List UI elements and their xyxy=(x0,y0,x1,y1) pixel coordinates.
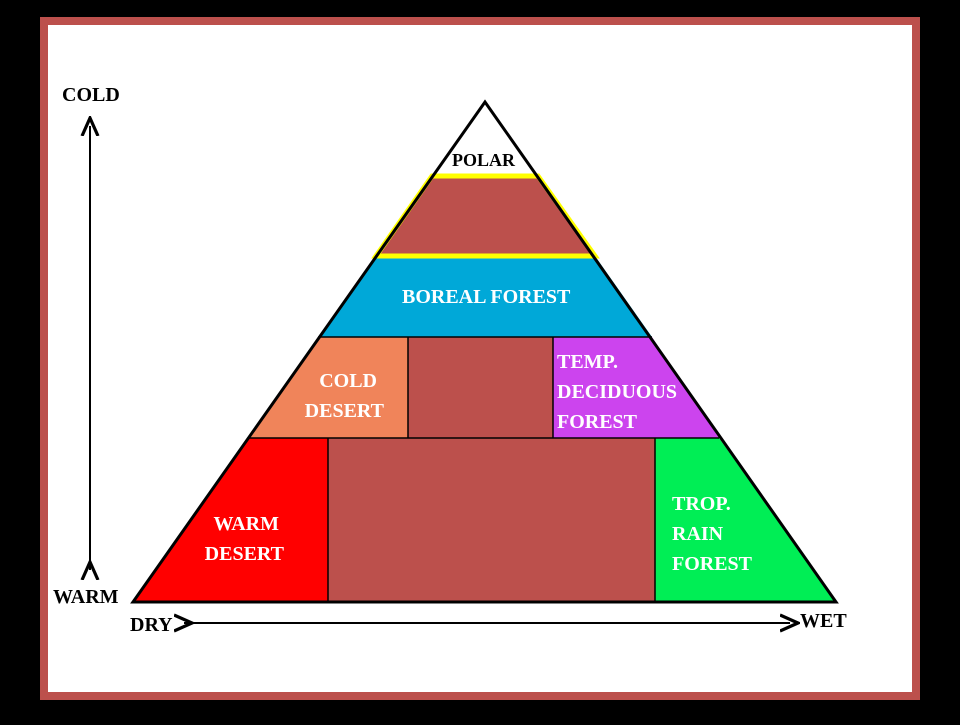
warm-desert-label-line: WARM xyxy=(213,513,279,535)
tundra-zone xyxy=(376,176,595,256)
cold-desert-label-line: DESERT xyxy=(305,400,385,422)
trop-rain-forest-zone xyxy=(655,438,836,602)
polar-label: POLAR xyxy=(452,150,516,170)
temp-deciduous-forest-label-line: DECIDUOUS xyxy=(557,381,677,403)
warm-desert-zone xyxy=(133,438,328,602)
temp-deciduous-forest-label-line: TEMP. xyxy=(557,351,618,373)
polar-zone xyxy=(432,102,538,176)
temp-deciduous-forest-label-line: FOREST xyxy=(557,411,638,433)
temp-deciduous-forest-zone xyxy=(553,337,719,438)
temperate-grassland-zone xyxy=(408,337,553,438)
warm-axis-label: WARM xyxy=(53,586,119,608)
warm-desert-label-line: DESERT xyxy=(205,543,285,565)
biome-triangle-outline xyxy=(130,99,839,604)
cold-desert-zone xyxy=(248,337,408,438)
wet-axis-label: WET xyxy=(800,610,847,632)
savanna-zone xyxy=(328,438,655,602)
cold-desert-label: COLD DESERT xyxy=(305,370,385,422)
boreal-forest-zone xyxy=(318,256,652,337)
trop-rain-forest-label-line: RAIN xyxy=(672,523,724,545)
trop-rain-forest-label-line: FOREST xyxy=(672,553,753,575)
trop-rain-forest-label: TROP. RAIN FOREST xyxy=(672,493,753,575)
dry-axis-label: DRY xyxy=(130,614,173,636)
temp-deciduous-forest-label: TEMP. DECIDUOUS FOREST xyxy=(557,351,682,433)
cold-axis-label: COLD xyxy=(62,84,120,106)
cold-desert-label-line: COLD xyxy=(319,370,377,392)
boreal-forest-label: BOREAL FOREST xyxy=(402,286,571,308)
trop-rain-forest-label-line: TROP. xyxy=(672,493,731,515)
warm-desert-label: WARM DESERT xyxy=(205,513,285,565)
